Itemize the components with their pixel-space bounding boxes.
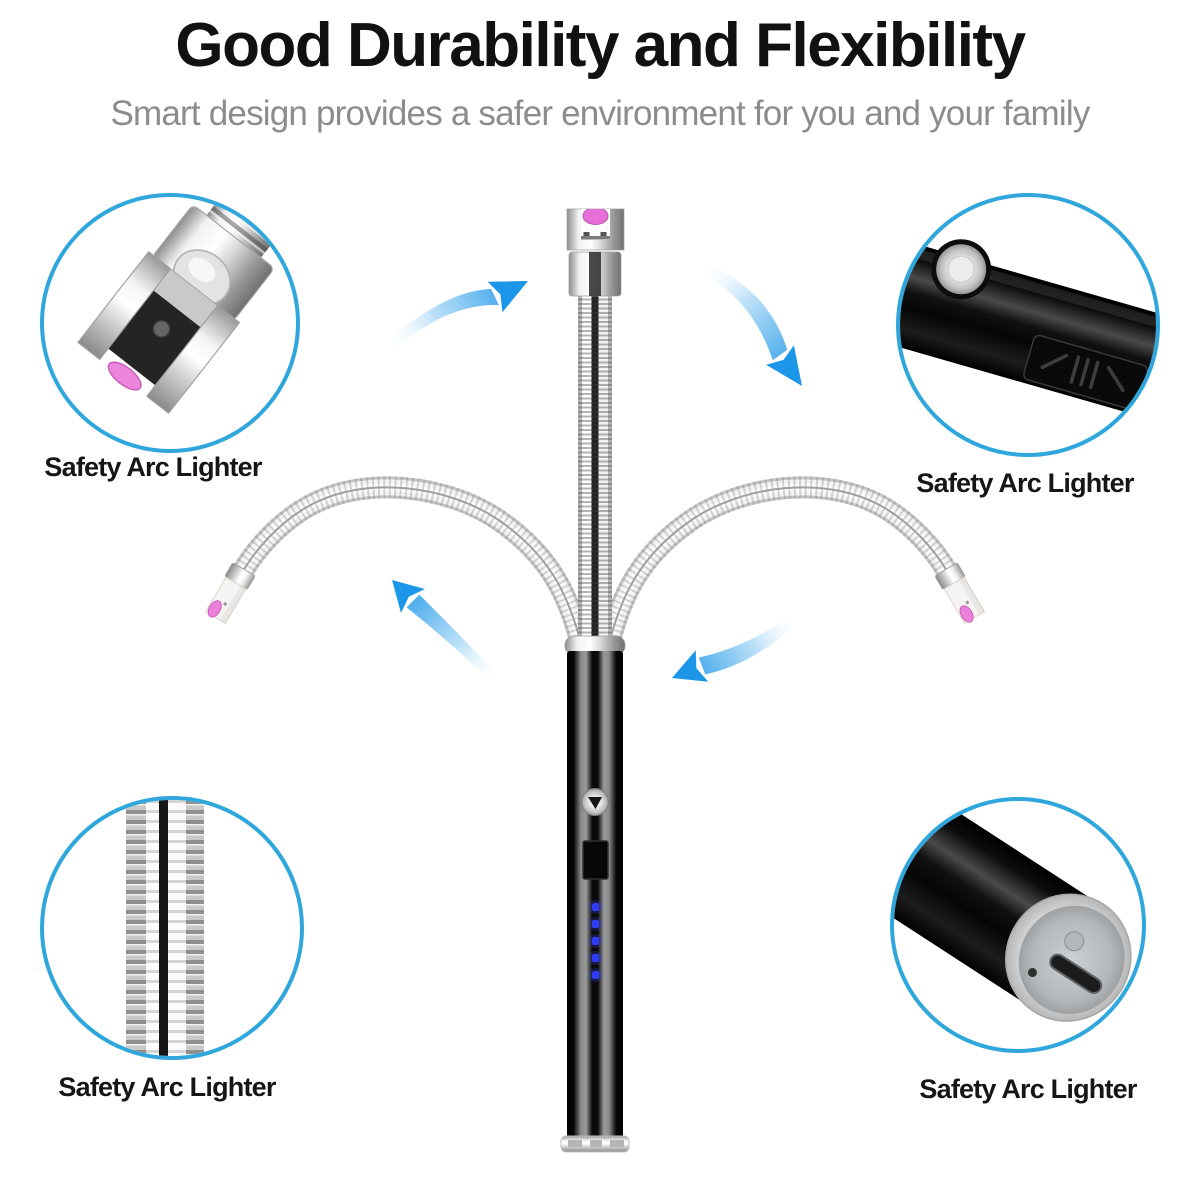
arc-electrode-pink (107, 361, 142, 391)
callout-circle-charge-port (890, 797, 1146, 1053)
page-title: Good Durability and Flexibility (175, 11, 1026, 80)
callout-circle-flex-neck (40, 796, 304, 1060)
callout-label-arc-tip: Safety Arc Lighter (44, 452, 262, 482)
flexible-neck-center (578, 294, 612, 650)
callout-label-charge-port: Safety Arc Lighter (919, 1074, 1137, 1104)
arc-tip-center (566, 208, 625, 297)
callout-circle-power-button (896, 193, 1160, 457)
safety-slide-switch[interactable] (582, 840, 609, 880)
rotate-arrow-lower-left (392, 580, 501, 685)
flexible-neck-left (204, 476, 594, 655)
lighter-handle (560, 635, 630, 1153)
callout-label-flex-neck: Safety Arc Lighter (58, 1072, 276, 1102)
flexible-neck-right (596, 476, 986, 655)
charge-led-hole (1027, 968, 1037, 978)
rotate-arrow-lower-right (672, 613, 801, 682)
rotate-arrow-upper-left (384, 281, 528, 352)
ignition-button-glyph (588, 797, 602, 809)
base-screw (1064, 931, 1085, 952)
callout-circle-arc-tip (40, 193, 300, 453)
callout-label-power-button: Safety Arc Lighter (916, 468, 1134, 498)
usb-charging-port[interactable] (1047, 952, 1104, 996)
arc-tip-left (204, 563, 255, 625)
rotate-arrow-upper-right (698, 261, 802, 386)
page-subtitle: Smart design provides a safer environmen… (110, 94, 1090, 133)
arc-tip-right (935, 563, 986, 625)
power-button-zoom (947, 255, 975, 283)
battery-indicator-leds (588, 900, 603, 982)
